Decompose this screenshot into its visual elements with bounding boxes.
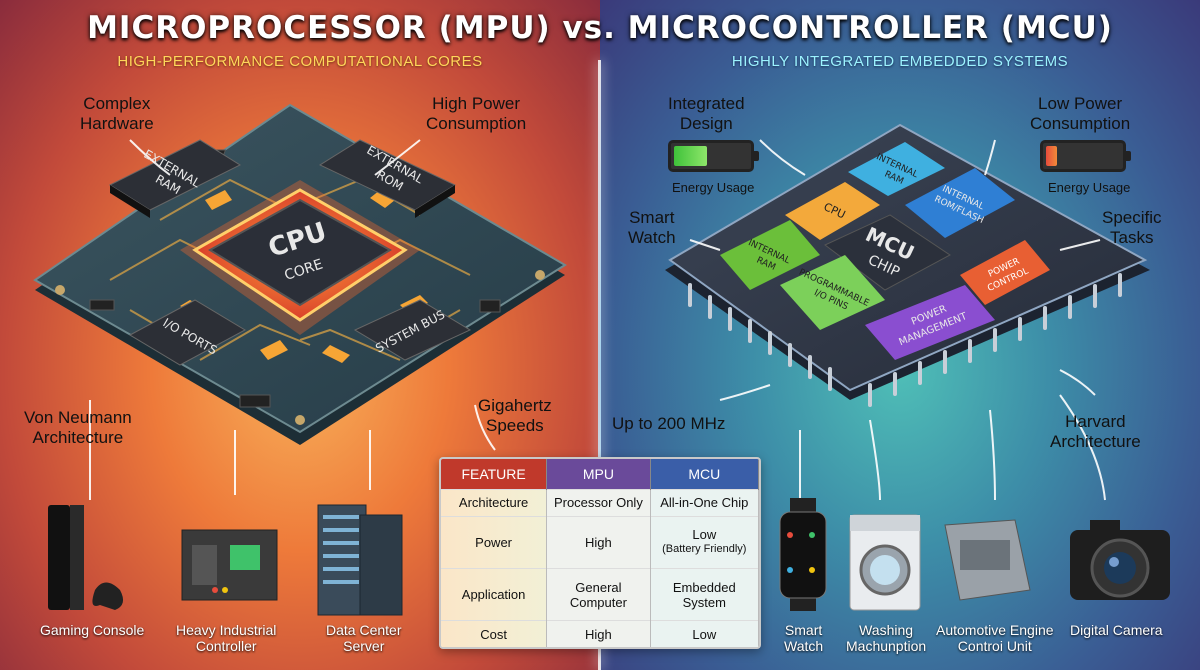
- digital-camera-icon: [1070, 520, 1170, 600]
- device-label-washing-line2: Machunption: [846, 638, 927, 654]
- device-label-watch: Smart Watch: [784, 622, 823, 654]
- automotive-ecu-icon: [944, 519, 1031, 601]
- table-header-row: FEATURE MPU MCU: [441, 459, 759, 489]
- callout-integrated-line1: Integrated: [668, 94, 745, 113]
- device-label-watch-line2: Watch: [784, 638, 824, 654]
- table-cell-line: General: [575, 579, 622, 595]
- callout-von-neumann-line2: Architecture: [32, 428, 124, 447]
- table-cell: Power: [441, 515, 548, 569]
- mcu-subtitle: HIGHLY INTEGRATED EMBEDDED SYSTEMS: [731, 53, 1069, 70]
- battery-integrated-icon: [668, 140, 759, 172]
- table-row: Application General Computer Embedded Sy…: [441, 567, 759, 621]
- table-cell: All-in-One Chip: [650, 488, 759, 517]
- device-label-washing-line1: Washing: [859, 622, 914, 638]
- table-cell: Embedded System: [650, 567, 759, 621]
- device-label-automotive: Automotive Engine Controi Unit: [936, 622, 1054, 654]
- comparison-table: FEATURE MPU MCU Architecture Processor O…: [439, 457, 761, 649]
- callout-specific-line2: Tasks: [1110, 228, 1154, 247]
- callout-complex-hardware: Complex Hardware: [80, 94, 154, 134]
- table-cell: General Computer: [546, 567, 651, 621]
- callout-gigahertz-line2: Speeds: [486, 416, 544, 435]
- table-header-feature: FEATURE: [441, 459, 548, 489]
- callout-integrated-design: Integrated Design: [668, 94, 745, 134]
- callout-smart-watch: Smart Watch: [628, 208, 676, 248]
- callout-integrated-line2: Design: [679, 114, 733, 133]
- device-label-gaming: Gaming Console: [40, 622, 145, 638]
- callout-complex-hardware-line1: Complex: [83, 94, 151, 113]
- table-cell: Processor Only: [546, 488, 651, 517]
- device-label-industrial: Heavy Industrial Controller: [176, 622, 276, 654]
- device-label-watch-line1: Smart: [784, 622, 823, 638]
- device-label-camera: Digital Camera: [1070, 622, 1163, 638]
- callout-von-neumann: Von Neumann Architecture: [24, 408, 132, 448]
- callout-specific-line1: Specific: [1102, 208, 1162, 227]
- callout-smart-watch-line1: Smart: [629, 208, 675, 227]
- battery-low-power-fill: [1046, 146, 1058, 166]
- table-cell-line: Computer: [569, 594, 627, 610]
- callout-smart-watch-line2: Watch: [628, 228, 676, 247]
- table-cell-line: (Battery Friendly): [662, 543, 747, 556]
- callout-harvard: Harvard Architecture: [1050, 412, 1141, 452]
- gaming-console-icon: [48, 505, 124, 610]
- device-label-automotive-line1: Automotive Engine: [936, 622, 1054, 638]
- mcu-chip-package: [665, 123, 1150, 407]
- device-label-industrial-line2: Controller: [195, 638, 257, 654]
- table-cell: Low (Battery Friendly): [650, 515, 759, 569]
- table-cell: High: [546, 515, 651, 569]
- table-header-mcu: MCU: [650, 459, 759, 489]
- table-cell: Cost: [441, 620, 548, 647]
- callout-harvard-line2: Architecture: [1050, 432, 1141, 451]
- callout-mhz: Up to 200 MHz: [612, 414, 726, 433]
- table-cell: Application: [441, 567, 548, 621]
- mpu-subtitle: HIGH-PERFORMANCE COMPUTATIONAL CORES: [117, 53, 483, 70]
- energy-usage-label-left: Energy Usage: [672, 180, 755, 195]
- callout-low-power-line2: Consumption: [1030, 114, 1131, 133]
- callout-high-power: High Power Consumption: [426, 94, 526, 134]
- smart-watch-icon: [779, 498, 827, 611]
- callout-complex-hardware-line2: Hardware: [80, 114, 154, 133]
- data-center-server-icon: [317, 504, 403, 616]
- table-row: Power High Low (Battery Friendly): [441, 515, 759, 569]
- main-title: MICROPROCESSOR (MPU) vs. MICROCONTROLLER…: [87, 10, 1113, 46]
- table-cell-line: System: [682, 594, 726, 610]
- table-row: Architecture Processor Only All-in-One C…: [441, 488, 759, 517]
- callout-low-power-line1: Low Power: [1038, 94, 1123, 113]
- device-label-washing: Washing Machunption: [846, 622, 926, 654]
- table-row: Cost High Low: [441, 620, 759, 647]
- industrial-controller-icon: [181, 529, 278, 601]
- callout-harvard-line1: Harvard: [1065, 412, 1126, 431]
- battery-low-power-icon: [1040, 140, 1131, 172]
- center-divider: [598, 60, 601, 670]
- energy-usage-label-right: Energy Usage: [1048, 180, 1131, 195]
- table-cell: Architecture: [441, 488, 548, 517]
- table-cell-line: Low: [692, 527, 717, 543]
- device-label-industrial-line1: Heavy Industrial: [176, 622, 277, 638]
- device-label-datacenter-line1: Data Center: [326, 622, 402, 638]
- device-label-datacenter: Data Center Server: [326, 622, 401, 654]
- table-cell: Low: [650, 620, 759, 647]
- table-cell: High: [546, 620, 651, 647]
- callout-high-power-line2: Consumption: [426, 114, 527, 133]
- callout-low-power: Low Power Consumption: [1030, 94, 1130, 134]
- table-header-mpu: MPU: [546, 459, 651, 489]
- battery-integrated-fill: [674, 146, 708, 166]
- device-label-datacenter-line2: Server: [343, 638, 385, 654]
- washing-machine-icon: [849, 514, 921, 611]
- callout-von-neumann-line1: Von Neumann: [24, 408, 132, 427]
- callout-specific-tasks: Specific Tasks: [1102, 208, 1162, 248]
- device-label-automotive-line2: Controi Unit: [957, 638, 1032, 654]
- callout-gigahertz-line1: Gigahertz: [478, 396, 552, 415]
- callout-gigahertz: Gigahertz Speeds: [478, 396, 552, 436]
- callout-high-power-line1: High Power: [432, 94, 521, 113]
- table-cell-line: Embedded: [672, 579, 736, 595]
- mpu-circuit-board: [33, 103, 567, 445]
